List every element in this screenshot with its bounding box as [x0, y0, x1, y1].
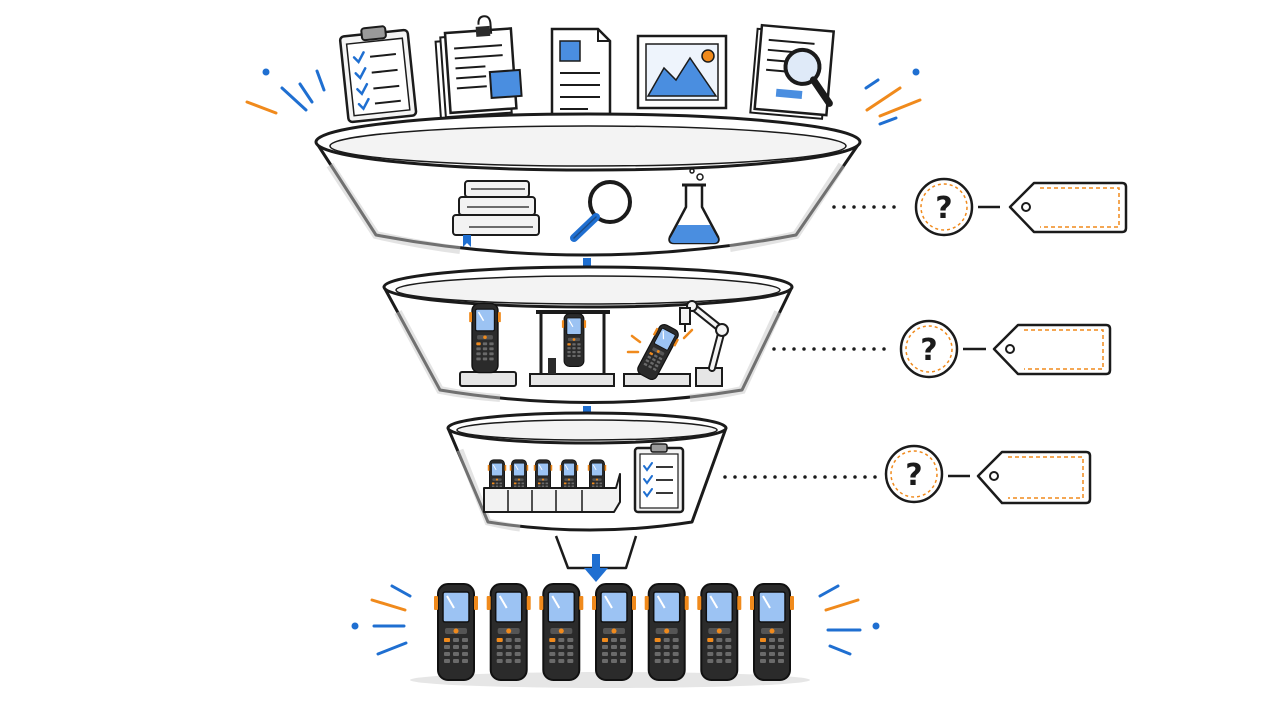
emphasis-marks-top: [245, 68, 922, 126]
stage-1-connector: ?: [832, 177, 1128, 237]
handheld-terminal-icon: [459, 302, 517, 387]
handheld-terminal-icon: [433, 583, 479, 681]
input-documents: [338, 15, 836, 124]
stage-3-connector: ?: [723, 444, 1092, 505]
handheld-terminal-icon: [749, 583, 795, 681]
handheld-terminal-icon: [538, 583, 585, 681]
question-mark-1: ?: [935, 191, 952, 226]
stage-2-connector: ?: [772, 319, 1112, 379]
handheld-terminal-icon: [696, 583, 743, 681]
checklist-clipboard-icon: [633, 443, 685, 514]
document-stack-icon: [434, 15, 523, 123]
label-tag-2: [992, 323, 1112, 376]
robot-arm-icon: [623, 300, 729, 387]
document-icon: [550, 27, 612, 123]
label-tag-1: [1008, 181, 1128, 234]
output-devices: [410, 583, 810, 688]
funnel-stage-3: [446, 411, 728, 570]
question-badge-2: [899, 319, 959, 379]
question-mark-2: ?: [920, 333, 937, 368]
handheld-terminal-icon: [485, 583, 532, 681]
question-badge-3: [884, 444, 944, 504]
handheld-terminal-icon: [643, 583, 690, 681]
test-rig-icon: [529, 310, 615, 387]
search-document-icon: [749, 23, 836, 120]
funnel-stage-2: [382, 265, 794, 404]
question-mark-3: ?: [905, 458, 922, 493]
books-icon: [452, 180, 540, 247]
magnifier-icon: [570, 180, 632, 242]
label-tag-3: [976, 450, 1092, 505]
image-icon: [636, 34, 728, 110]
flask-icon: [668, 168, 720, 245]
funnel-stage-1: [314, 112, 862, 257]
clipboard-checklist-icon: [338, 25, 418, 124]
handheld-terminal-icon: [591, 583, 637, 681]
device-charging-rack-icon: [483, 459, 621, 513]
emphasis-marks-bottom: [351, 584, 880, 656]
question-badge-1: [914, 177, 974, 237]
